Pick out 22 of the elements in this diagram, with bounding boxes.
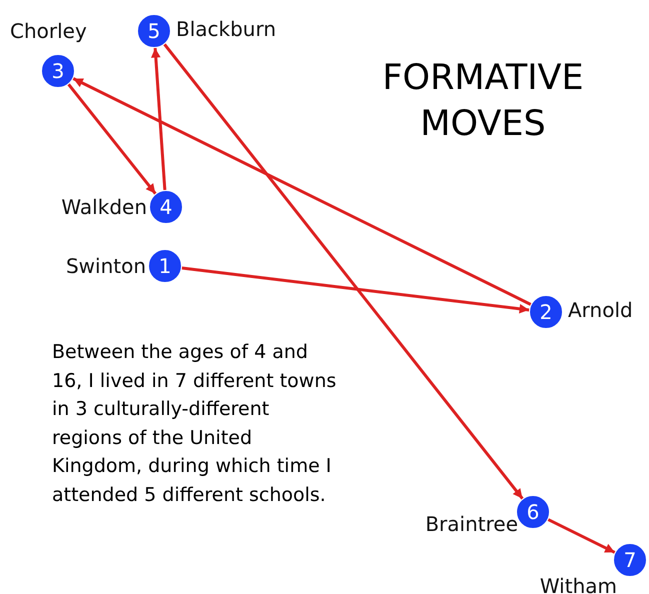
town-name: Braintree: [425, 514, 518, 534]
town-name: Arnold: [568, 300, 633, 320]
description-text: Between the ages of 4 and 16, I lived in 7 different towns in 3 culturally-different regions of the United Kingdom, during which time I attended 5 different schools.: [52, 340, 337, 508]
number-circle: 3: [41, 54, 75, 88]
arrow: [151, 48, 166, 190]
town-name: Chorley: [10, 21, 87, 41]
town-name: Blackburn: [176, 19, 276, 39]
arrow: [163, 43, 524, 500]
town-name: Walkden: [61, 197, 147, 217]
number-circle: 5: [137, 14, 171, 48]
arrow: [182, 266, 530, 314]
number-circle: 1: [148, 249, 182, 283]
number-circle: 7: [613, 543, 647, 577]
town-name: Witham: [540, 576, 617, 594]
arrow: [67, 83, 157, 195]
town-name: Swinton: [66, 256, 146, 276]
arrow: [548, 518, 616, 554]
number-circle: 6: [516, 495, 550, 529]
number-circle: 4: [149, 190, 183, 224]
title: FORMATIVE MOVES: [381, 57, 585, 146]
arrow: [72, 77, 532, 306]
number-circle: 2: [529, 295, 563, 329]
